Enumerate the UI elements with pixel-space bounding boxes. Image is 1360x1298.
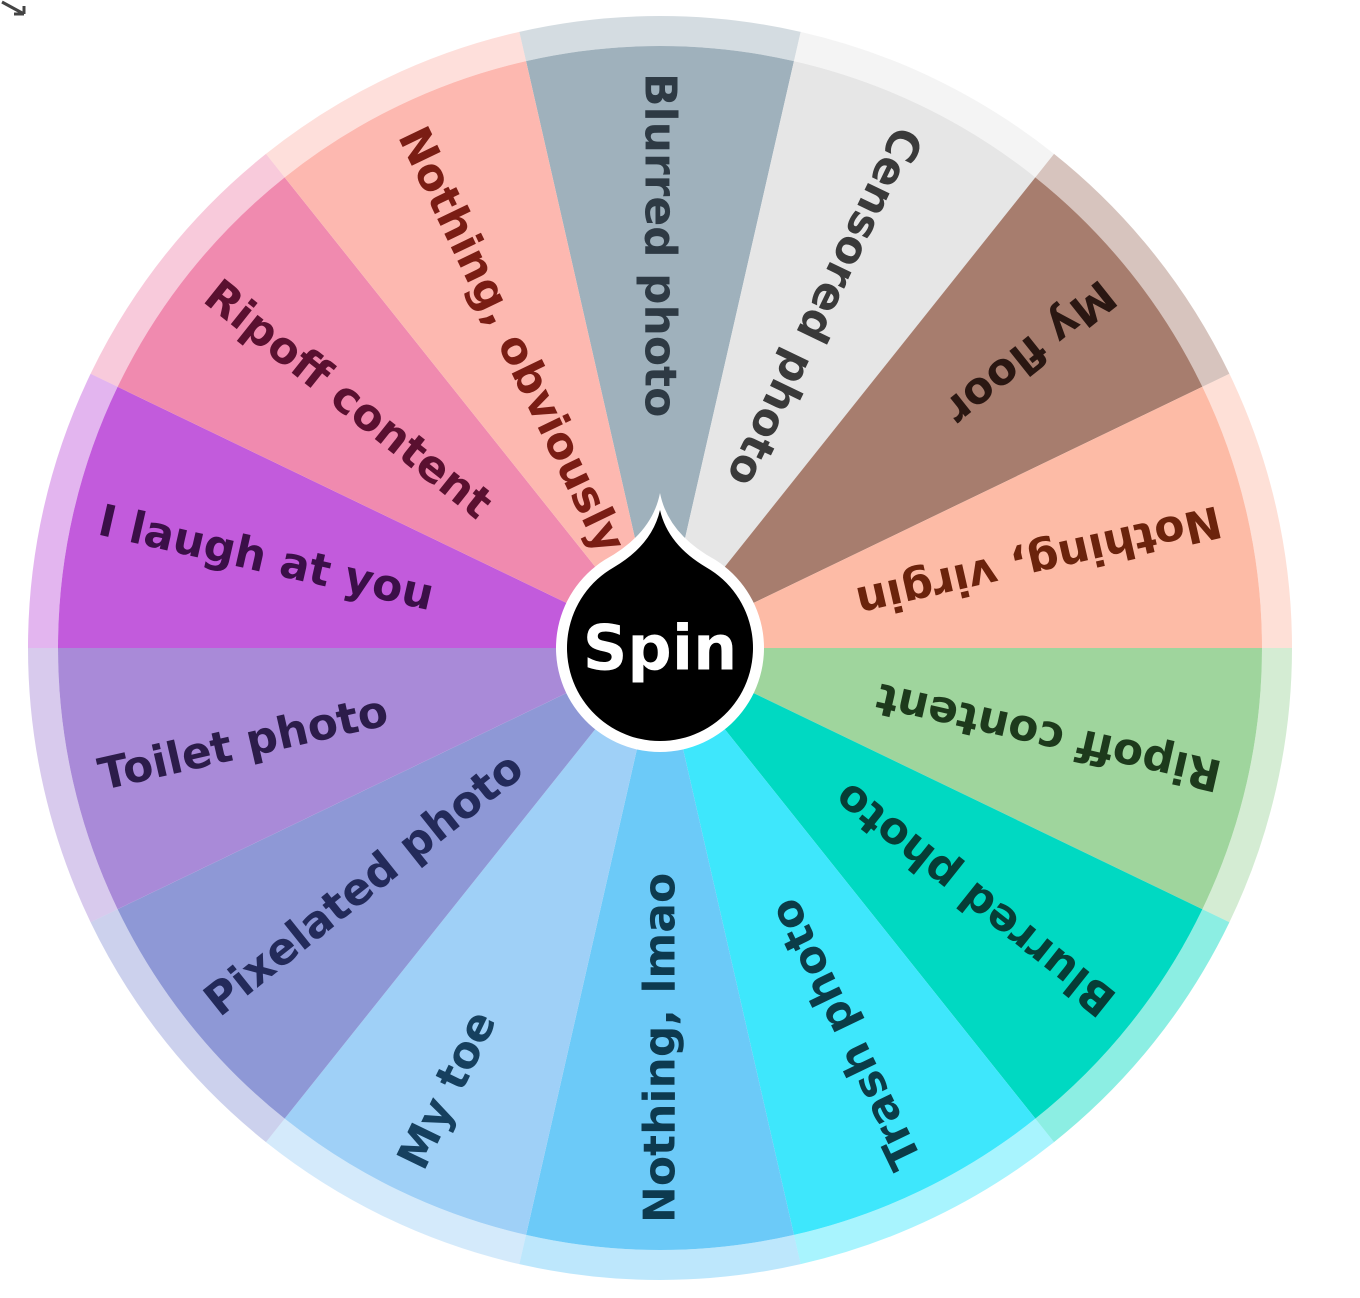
wheel-segment — [284, 648, 660, 1235]
wheel-segment — [660, 177, 1203, 648]
wheel-rim-segment — [1202, 373, 1292, 648]
wheel-rim-segment — [519, 16, 801, 62]
wheel-rim-segment — [28, 373, 118, 648]
wheel-segment — [526, 648, 794, 1250]
wheel-segment — [526, 46, 794, 649]
wheel-segment — [660, 648, 1203, 1119]
wheel-rim-segment — [90, 153, 285, 387]
wheel-segment — [284, 61, 660, 649]
wheel-segment — [117, 648, 660, 1119]
wheel-segment-label: Nothing, lmao — [635, 873, 686, 1223]
resize-arrow-icon[interactable] — [0, 0, 30, 20]
spin-button-body — [567, 510, 753, 741]
wheel-rim-segment — [90, 909, 285, 1143]
wheel-rim-segment — [265, 31, 527, 178]
wheel-rim-segment — [28, 648, 118, 923]
wheel-rim-segment — [519, 1234, 801, 1280]
wheel-rim-segment — [1035, 909, 1230, 1143]
wheel-segment — [660, 386, 1262, 648]
wheel-rim-segment — [793, 1118, 1055, 1265]
wheel-segment — [117, 177, 660, 648]
wheel-rim-segment — [265, 1118, 527, 1265]
wheel-rim-segment — [1035, 153, 1230, 387]
wheel-rim-segment — [1202, 648, 1292, 923]
wheel-segment-label: Blurred photo — [635, 73, 686, 417]
spin-label[interactable]: Spin — [583, 612, 737, 685]
wheel-segment — [660, 648, 1036, 1235]
wheel-rim-segment — [793, 31, 1055, 178]
wheel-segment — [58, 386, 660, 648]
wheel-segment — [660, 61, 1036, 649]
spin-button[interactable]: Spin — [556, 493, 765, 752]
wheel-segment — [58, 648, 660, 910]
wheel-segment — [660, 648, 1262, 910]
